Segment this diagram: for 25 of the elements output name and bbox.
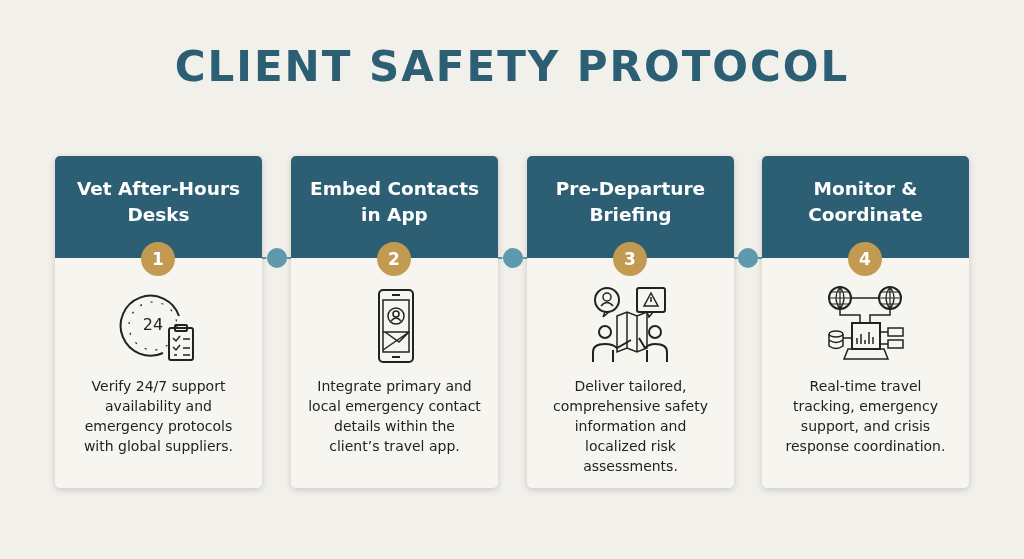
connector-line xyxy=(261,257,268,259)
step-card xyxy=(762,156,969,488)
timeline-dot xyxy=(502,248,523,268)
step-heading: Pre-Departure Briefing xyxy=(554,177,707,227)
timeline-dot xyxy=(266,248,287,268)
step-card xyxy=(527,156,734,488)
step-card xyxy=(55,156,262,488)
connector-line xyxy=(733,257,739,259)
step-number: 4 xyxy=(848,242,882,276)
step-number: 2 xyxy=(377,242,411,276)
title: CLIENT SAFETY PROTOCOL xyxy=(173,42,851,91)
step-description: Integrate primary and local emergency contact details within the client’s travel app. xyxy=(307,377,482,456)
timeline-dot xyxy=(738,248,758,268)
step-description: Deliver tailored, comprehensive safety information and localized risk assessments. xyxy=(552,377,709,476)
step-description: Verify 24/7 support availability and emergency protocols with global suppliers. xyxy=(82,377,235,456)
step-description: Real-time travel tracking, emergency support, and crisis response coordination. xyxy=(784,377,947,456)
step-heading: Monitor & Coordinate xyxy=(807,177,924,227)
connector-line xyxy=(497,257,504,259)
connector-line xyxy=(757,257,763,259)
step-heading: Vet After-Hours Desks xyxy=(75,177,242,227)
step-number: 1 xyxy=(141,242,175,276)
step-number: 3 xyxy=(613,242,647,276)
step-heading: Embed Contacts in App xyxy=(309,177,480,227)
clock-label: 24 xyxy=(141,316,165,334)
step-card xyxy=(291,156,498,488)
